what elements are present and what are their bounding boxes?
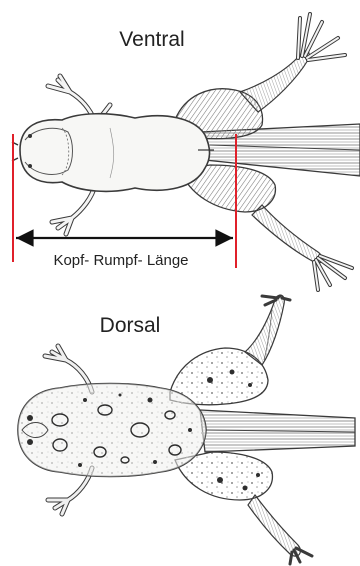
ventral-title: Ventral bbox=[119, 28, 184, 51]
ventral-upper-shin bbox=[240, 51, 309, 112]
dorsal-view: Dorsal bbox=[18, 295, 355, 564]
ventral-lower-shin bbox=[252, 205, 322, 263]
dorsal-lower-shin bbox=[248, 495, 300, 556]
ventral-body bbox=[20, 114, 210, 192]
ventral-view: Ventral Kopf- bbox=[12, 14, 360, 290]
dorsal-title: Dorsal bbox=[100, 314, 161, 337]
measure-label: Kopf- Rumpf- Länge bbox=[53, 252, 188, 269]
